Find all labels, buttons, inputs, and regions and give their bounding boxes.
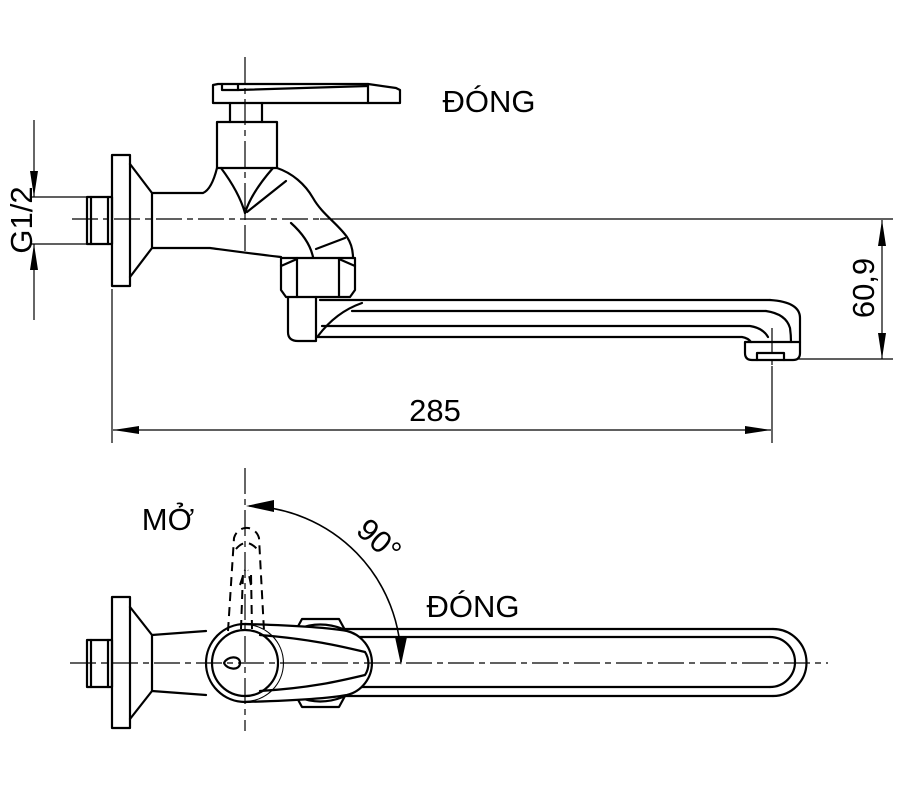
- swing-spout-side: [286, 295, 802, 362]
- handle-occluder: [245, 624, 372, 702]
- plan-view: 90° MỞ ĐÓNG: [70, 468, 828, 731]
- swing-spout-plan: [338, 627, 808, 698]
- dim-length-label: 285: [409, 393, 461, 428]
- valve-stem-bonnet: [215, 101, 279, 170]
- plan-closed-label: ĐÓNG: [427, 589, 520, 624]
- lever-handle-plan-open: [227, 526, 265, 632]
- dimension-length: 285: [111, 289, 773, 443]
- wall-flange-side: [85, 153, 154, 288]
- dimension-thread: G1/2: [4, 120, 87, 320]
- faucet-body-side: [150, 166, 355, 260]
- dim-thread-label: G1/2: [4, 186, 39, 253]
- side-closed-label: ĐÓNG: [443, 84, 536, 119]
- dim-height-label: 60,9: [846, 258, 881, 318]
- dimension-height: 60,9: [320, 218, 893, 360]
- dim-angle-label: 90°: [350, 512, 408, 569]
- lever-handle-side: [211, 82, 402, 105]
- side-view: G1/2 60,9 285 ĐÓNG: [4, 57, 893, 443]
- union-nut-side: [279, 256, 357, 299]
- plan-open-label: MỞ: [142, 501, 194, 537]
